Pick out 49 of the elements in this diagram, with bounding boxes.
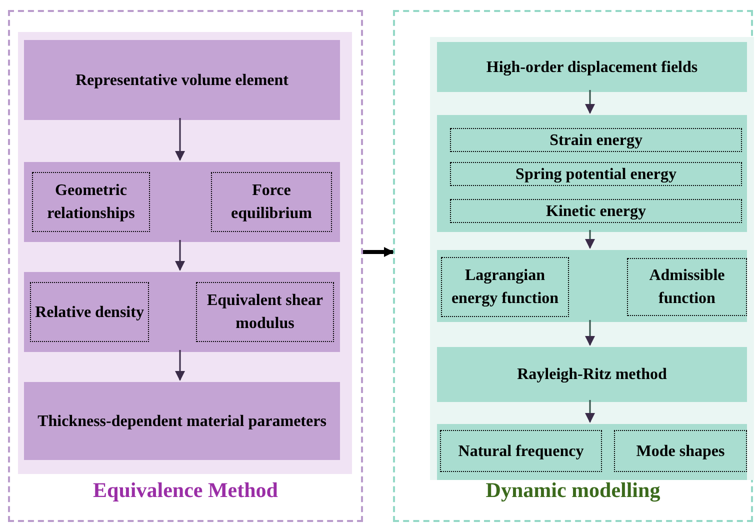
- arrow: [363, 247, 394, 257]
- panel-background: [430, 37, 754, 480]
- item-box: [441, 257, 569, 317]
- item-box: [32, 172, 150, 232]
- box-label: Strain energy: [550, 130, 642, 150]
- box-label: Mode shapes: [636, 442, 725, 462]
- group-frame: [8, 10, 363, 522]
- arrow: [175, 118, 185, 161]
- item-box: [450, 199, 742, 223]
- box-label: Spring potential energy: [516, 164, 676, 184]
- arrow: [585, 90, 595, 114]
- process-box: [24, 40, 340, 120]
- box-label: Natural frequency: [458, 442, 584, 462]
- box-label: Admissible function: [648, 266, 726, 309]
- process-box: [437, 42, 747, 92]
- process-box: [24, 162, 340, 242]
- arrow: [585, 230, 595, 249]
- box-label: High-order displacement fields: [486, 58, 698, 78]
- arrow: [175, 350, 185, 381]
- box-label: Geometric relationships: [46, 181, 136, 224]
- box-label: Force equilibrium: [230, 181, 313, 224]
- arrow: [175, 240, 185, 271]
- box-label: Rayleigh-Ritz method: [517, 365, 667, 385]
- item-box: [196, 282, 334, 342]
- box-label: Representative volume element: [76, 70, 288, 90]
- group-frame: [393, 10, 753, 522]
- process-box: [24, 382, 340, 460]
- box-label: Equivalent shear modulus: [206, 291, 324, 334]
- item-box: [450, 128, 742, 152]
- arrow: [585, 400, 595, 423]
- box-label: Kinetic energy: [546, 202, 646, 222]
- group-title: Equivalence Method: [93, 476, 278, 504]
- item-box: [614, 430, 747, 472]
- panel-background: [18, 32, 352, 474]
- item-box: [30, 282, 149, 342]
- box-label: Relative density: [35, 302, 144, 322]
- process-box: [437, 250, 747, 322]
- process-box: [437, 424, 747, 480]
- item-box: [440, 430, 602, 472]
- box-label: Thickness-dependent material parameters: [38, 412, 326, 432]
- process-box: [437, 115, 747, 232]
- item-box: [450, 162, 742, 186]
- process-box: [24, 272, 340, 352]
- item-box: [627, 258, 747, 316]
- item-box: [211, 172, 332, 232]
- arrow: [585, 320, 595, 346]
- box-label: Lagrangian energy function: [450, 266, 560, 309]
- group-title: Dynamic modelling: [486, 476, 660, 504]
- process-box: [437, 347, 747, 402]
